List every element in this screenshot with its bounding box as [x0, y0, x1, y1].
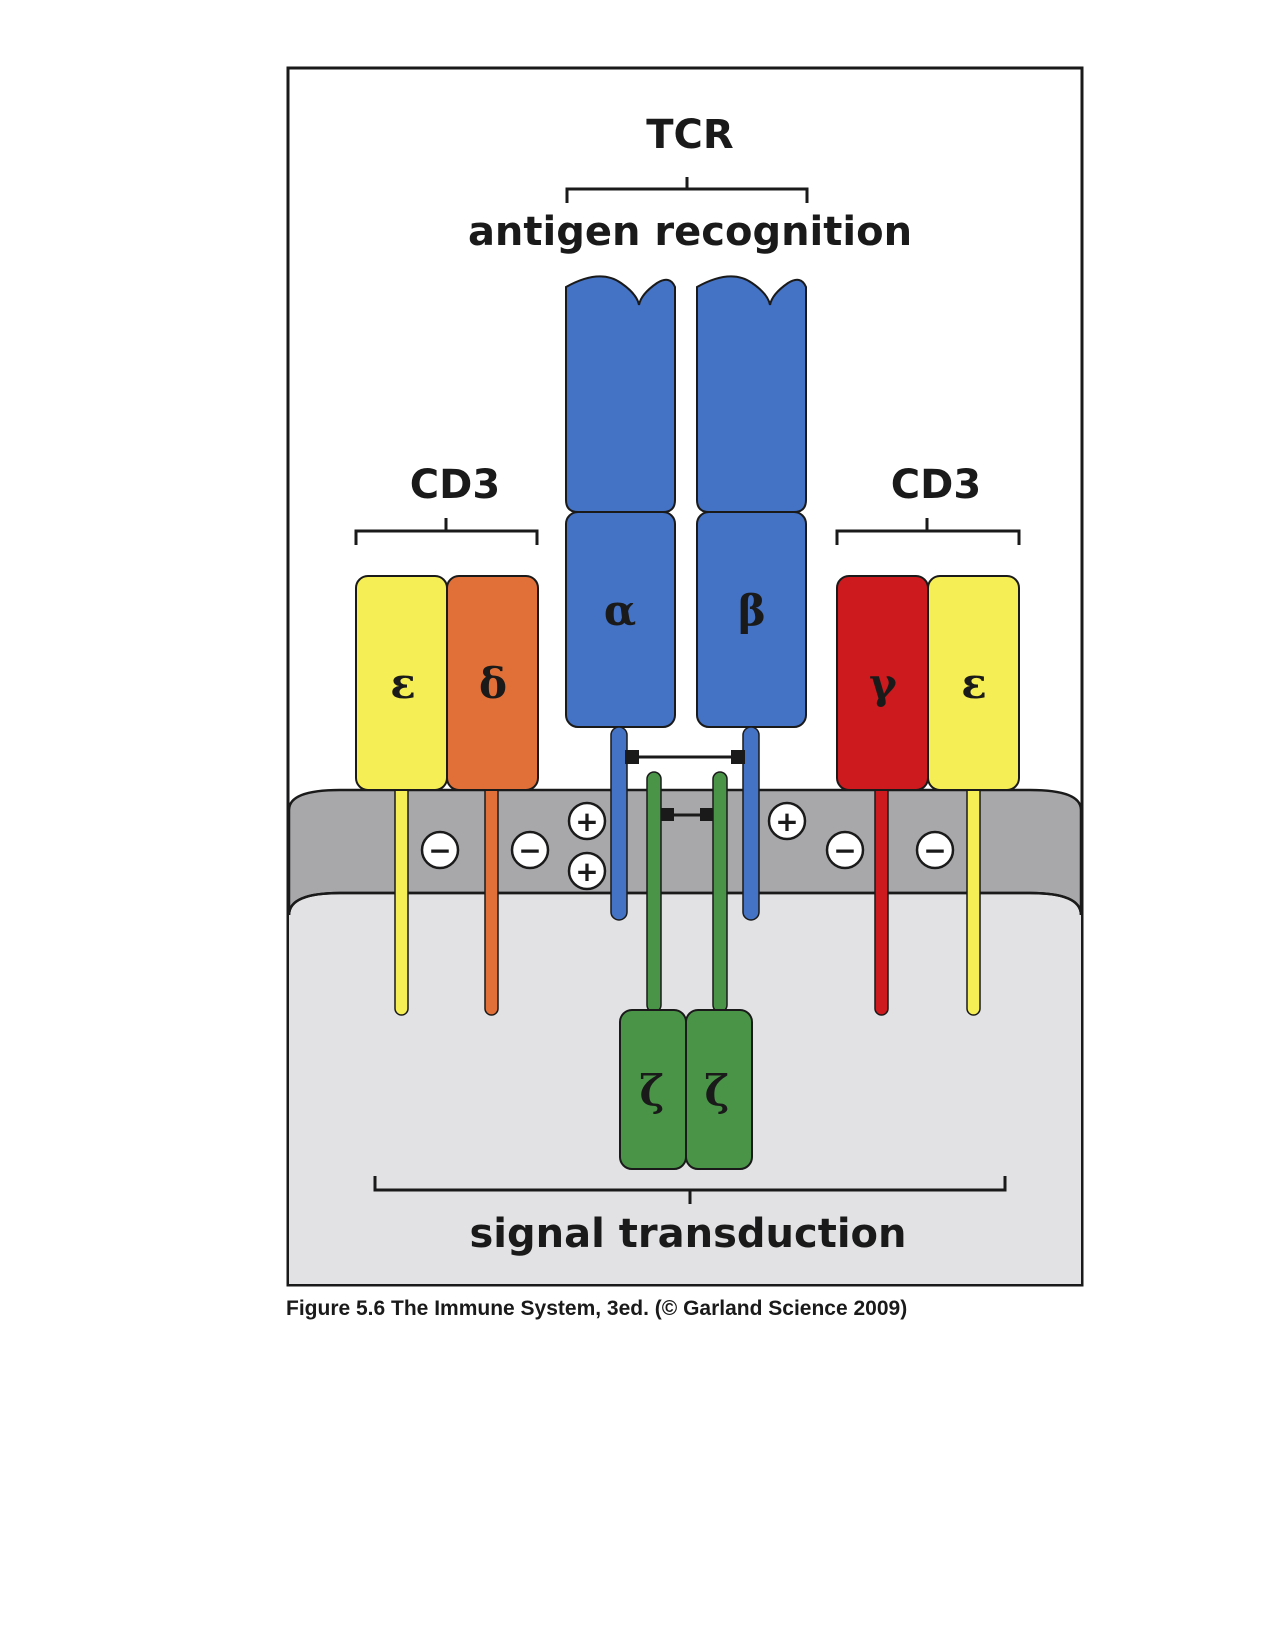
zeta-disulfide-bond — [661, 808, 713, 821]
beta-chain-label: β — [738, 586, 766, 635]
svg-text:+: + — [575, 805, 598, 838]
cd3-left-label: CD3 — [410, 462, 500, 508]
tcr-alpha-variable-domain — [565, 275, 676, 513]
signal-transduction-label: signal transduction — [470, 1211, 907, 1257]
cd3-epsilon-right-domain — [927, 575, 1020, 791]
negative-charge-1: − — [420, 830, 460, 870]
svg-text:−: − — [923, 834, 946, 867]
zeta-right-cytoplasmic-domain — [685, 1009, 753, 1170]
cd3-epsilon-left-stalk — [394, 784, 409, 1016]
delta-label: δ — [479, 659, 507, 708]
negative-charge-2: − — [510, 830, 550, 870]
svg-text:−: − — [428, 834, 451, 867]
tcr-label: TCR — [646, 112, 733, 158]
cd3-delta-stalk — [484, 784, 499, 1016]
svg-text:−: − — [833, 834, 856, 867]
zeta-right-label: ζ — [705, 1066, 730, 1115]
gamma-label: γ — [869, 659, 897, 708]
alpha-chain-label: α — [604, 586, 636, 635]
negative-charge-3: − — [825, 830, 865, 870]
positive-charge-3: + — [767, 801, 807, 841]
cd3-left-bracket — [354, 518, 539, 545]
negative-charge-4: − — [915, 830, 955, 870]
membrane-inner-edge — [287, 891, 1083, 916]
tcr-beta-transmembrane — [742, 726, 760, 921]
svg-text:+: + — [575, 855, 598, 888]
cd3-right-label: CD3 — [891, 462, 981, 508]
zeta-left-transmembrane — [646, 771, 662, 1013]
svg-text:+: + — [775, 805, 798, 838]
alpha-beta-disulfide-bond — [625, 750, 745, 764]
tcr-bracket — [565, 177, 809, 203]
cd3-right-bracket — [835, 518, 1021, 545]
cd3-epsilon-right-stalk — [966, 784, 981, 1016]
positive-charge-2: + — [567, 851, 607, 891]
epsilon-right-label: ε — [961, 659, 987, 708]
epsilon-left-label: ε — [390, 659, 416, 708]
figure-caption: Figure 5.6 The Immune System, 3ed. (© Ga… — [286, 1297, 908, 1320]
signal-transduction-bracket — [373, 1176, 1007, 1204]
tcr-beta-variable-domain — [696, 275, 807, 513]
tcr-alpha-transmembrane — [610, 726, 628, 921]
zeta-right-transmembrane — [712, 771, 728, 1013]
positive-charge-1: + — [567, 801, 607, 841]
zeta-left-label: ζ — [640, 1066, 665, 1115]
antigen-recognition-label: antigen recognition — [468, 209, 912, 255]
cd3-gamma-stalk — [874, 784, 889, 1016]
cd3-delta-domain — [446, 575, 539, 791]
svg-text:−: − — [518, 834, 541, 867]
